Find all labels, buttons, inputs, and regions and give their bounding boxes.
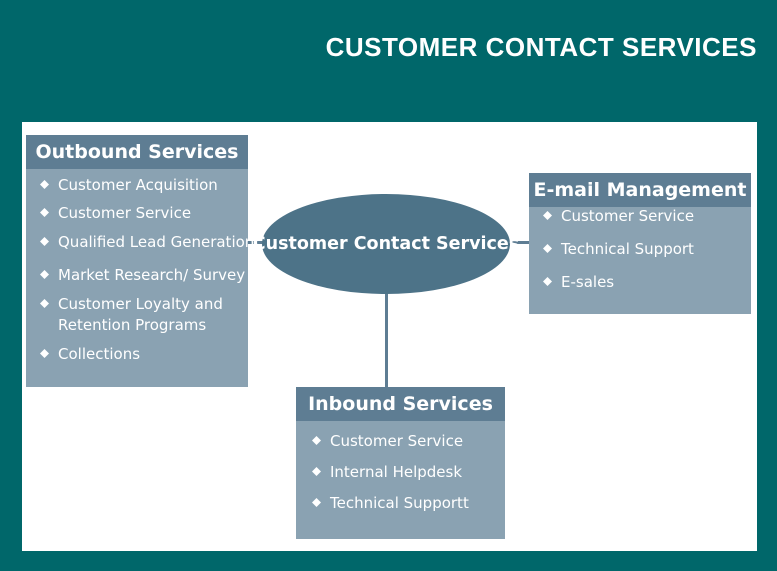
diamond-bullet-icon <box>40 180 49 189</box>
page-title: CUSTOMER CONTACT SERVICES <box>325 32 757 62</box>
inbound-services-box: Inbound Services Customer Service Intern… <box>296 387 505 539</box>
diamond-bullet-icon <box>312 436 321 445</box>
diamond-bullet-icon <box>543 211 552 220</box>
diamond-bullet-icon <box>543 244 552 253</box>
diamond-bullet-icon <box>312 498 321 507</box>
list-item: Collections <box>40 344 140 365</box>
connector-hub-inbound <box>385 292 388 387</box>
list-item: Customer Service <box>312 431 463 452</box>
diamond-bullet-icon <box>40 208 49 217</box>
diamond-bullet-icon <box>40 237 49 246</box>
diamond-bullet-icon <box>40 299 49 308</box>
list-item: Customer Loyalty and <box>40 294 223 315</box>
list-item: Technical Support <box>543 239 694 260</box>
outbound-services-box: Outbound Services Customer Acquisition C… <box>26 135 254 387</box>
diamond-bullet-icon <box>312 467 321 476</box>
diamond-bullet-icon <box>40 349 49 358</box>
list-item: Internal Helpdesk <box>312 462 462 483</box>
email-management-box: E-mail Management Customer Service Techn… <box>529 173 751 314</box>
list-item: Customer Acquisition <box>40 175 218 196</box>
diagram-canvas: Customer Contact Services Outbound Servi… <box>22 122 757 551</box>
list-item: E-sales <box>543 272 614 293</box>
list-item-continuation: Retention Programs <box>58 316 207 334</box>
diamond-bullet-icon <box>40 270 49 279</box>
connector-hub-email <box>508 241 530 244</box>
hub-ellipse: Customer Contact Services <box>253 194 519 294</box>
outbound-services-heading: Outbound Services <box>26 135 248 169</box>
list-item: Customer Service <box>543 206 694 227</box>
list-item: Technical Supportt <box>312 493 469 514</box>
email-management-heading: E-mail Management <box>529 173 751 207</box>
inbound-services-heading: Inbound Services <box>296 387 505 421</box>
list-item: Customer Service <box>40 203 191 224</box>
hub-label: Customer Contact Services <box>252 234 520 254</box>
connector-outbound-hub <box>248 241 264 244</box>
list-item: Market Research/ Survey <box>40 265 245 286</box>
diamond-bullet-icon <box>543 277 552 286</box>
list-item: Qualified Lead Generation <box>40 232 254 253</box>
